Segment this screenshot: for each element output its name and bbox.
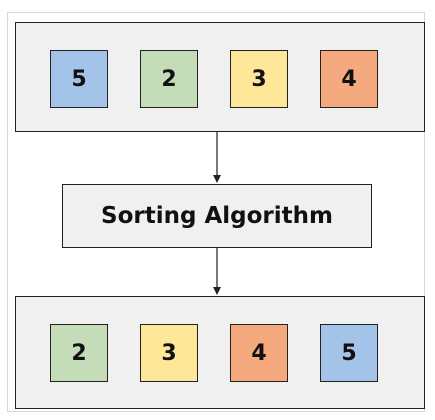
- input-cell: 2: [140, 50, 198, 108]
- output-cell: 3: [140, 324, 198, 382]
- output-array-panel: 2 3 4 5: [15, 296, 425, 409]
- output-cell: 5: [320, 324, 378, 382]
- sorting-algorithm-box: Sorting Algorithm: [62, 184, 372, 248]
- input-cell: 3: [230, 50, 288, 108]
- input-cell: 5: [50, 50, 108, 108]
- output-cell: 4: [230, 324, 288, 382]
- output-cell: 2: [50, 324, 108, 382]
- input-cell: 4: [320, 50, 378, 108]
- sorting-algorithm-label: Sorting Algorithm: [101, 203, 333, 229]
- input-array-panel: 5 2 3 4: [15, 22, 425, 132]
